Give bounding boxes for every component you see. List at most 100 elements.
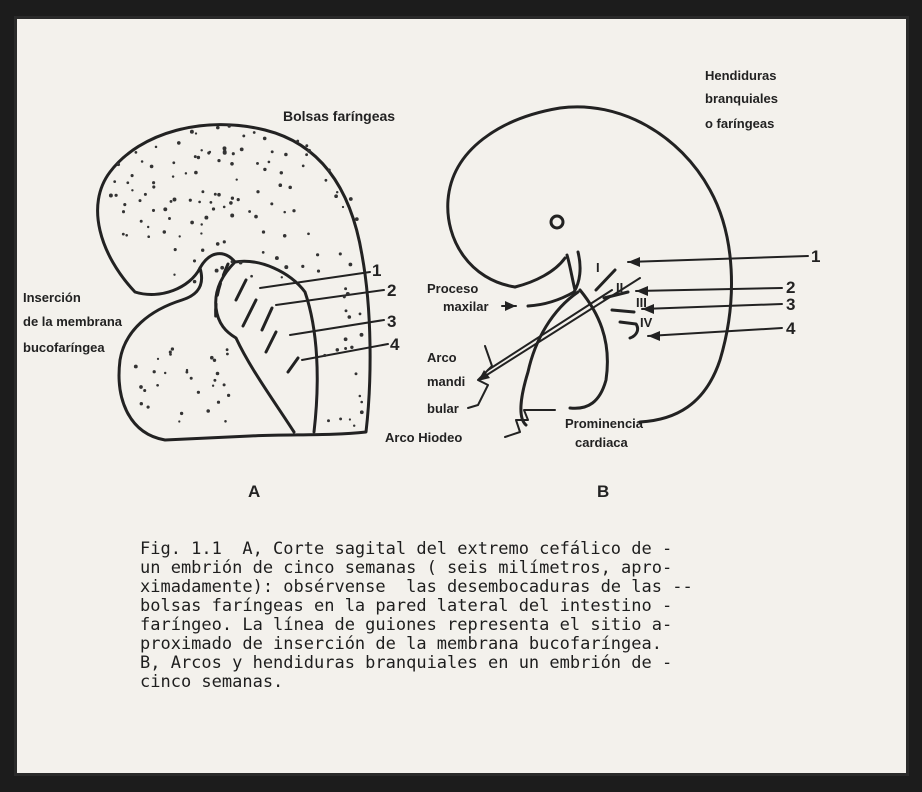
stipple-dot bbox=[334, 194, 338, 198]
stipple-dot bbox=[307, 232, 310, 235]
stipple-dot bbox=[131, 174, 134, 177]
stipple-dot bbox=[231, 260, 234, 263]
stipple-dot bbox=[270, 202, 273, 205]
stipple-dot bbox=[147, 406, 150, 409]
stipple-dot bbox=[174, 248, 177, 251]
stipple-dot bbox=[316, 253, 319, 256]
stipple-dot bbox=[216, 242, 220, 246]
stipple-dot bbox=[168, 217, 171, 220]
stipple-dot bbox=[307, 149, 311, 153]
stipple-dot bbox=[134, 365, 138, 369]
eye-icon bbox=[551, 216, 563, 228]
stipple-dot bbox=[230, 162, 234, 166]
panel-b-arco-1: Arco bbox=[427, 350, 457, 365]
stipple-dot bbox=[193, 280, 197, 284]
stipple-dot bbox=[228, 124, 231, 127]
stipple-dot bbox=[355, 217, 359, 221]
stipple-dot bbox=[147, 226, 149, 228]
stipple-dot bbox=[114, 194, 117, 197]
panel-b-hyoid-connector bbox=[505, 410, 555, 437]
stipple-dot bbox=[296, 140, 299, 143]
panel-b-arco-hiodeo: Arco Hiodeo bbox=[385, 430, 462, 445]
panel-b-face-outline bbox=[515, 252, 580, 292]
stipple-dot bbox=[190, 221, 194, 225]
panel-b-mandibular-outline bbox=[521, 292, 578, 425]
panel-a-side-label-3: bucofaríngea bbox=[23, 340, 105, 355]
panel-a-number-3: 3 bbox=[387, 312, 396, 331]
stipple-dot bbox=[236, 178, 238, 180]
stipple-dot bbox=[216, 126, 220, 130]
stipple-dot bbox=[163, 230, 166, 233]
panel-a-side-label-1: Inserción bbox=[23, 290, 81, 305]
stipple-dot bbox=[141, 160, 144, 163]
stipple-dot bbox=[327, 419, 330, 422]
caption-line: ximadamente): obsérvense las desembocadu… bbox=[140, 577, 693, 597]
stipple-dot bbox=[170, 200, 173, 203]
stipple-dot bbox=[230, 214, 234, 218]
stipple-dot bbox=[268, 161, 271, 164]
stipple-dot bbox=[288, 186, 292, 190]
stipple-dot bbox=[177, 141, 181, 145]
stipple-dot bbox=[292, 209, 295, 212]
panel-b-title-1: Hendiduras bbox=[705, 68, 777, 83]
stipple-dot bbox=[140, 402, 143, 405]
stipple-dot bbox=[223, 240, 226, 243]
stipple-dot bbox=[360, 401, 363, 404]
stipple-dot bbox=[339, 252, 342, 255]
stipple-dot bbox=[317, 270, 320, 273]
panel-b-roman-2: II bbox=[616, 280, 623, 295]
stipple-dot bbox=[169, 351, 172, 354]
stipple-dot bbox=[194, 171, 198, 175]
panel-b-prominencia-2: cardiaca bbox=[575, 435, 629, 450]
stipple-dot bbox=[223, 150, 227, 154]
stipple-dot bbox=[163, 207, 167, 211]
panel-b-title-3: o faríngeas bbox=[705, 116, 774, 131]
stipple-dot bbox=[194, 155, 197, 158]
stipple-dot bbox=[131, 189, 133, 191]
panel-a-number-4: 4 bbox=[390, 335, 400, 354]
stipple-dot bbox=[349, 197, 353, 201]
stipple-dot bbox=[240, 148, 244, 152]
stipple-dot bbox=[250, 275, 253, 278]
stipple-dot bbox=[275, 256, 279, 260]
stipple-dot bbox=[360, 333, 364, 337]
stipple-dot bbox=[198, 201, 201, 204]
stipple-dot bbox=[343, 295, 346, 298]
stipple-dot bbox=[215, 269, 219, 273]
panel-b-roman-1: I bbox=[596, 260, 600, 275]
stipple-dot bbox=[248, 210, 251, 213]
stipple-dot bbox=[189, 199, 192, 202]
panel-b-proceso-1: Proceso bbox=[427, 281, 478, 296]
panel-b-letter: B bbox=[597, 482, 609, 501]
stipple-dot bbox=[226, 353, 229, 356]
stipple-dot bbox=[344, 287, 347, 290]
stipple-dot bbox=[210, 356, 214, 360]
stipple-dot bbox=[345, 309, 348, 312]
caption-line: B, Arcos y hendiduras branquiales en un … bbox=[140, 653, 672, 673]
stipple-dot bbox=[231, 197, 234, 200]
stipple-dot bbox=[152, 181, 155, 184]
stipple-dot bbox=[139, 199, 142, 202]
stipple-dot bbox=[360, 410, 364, 414]
stipple-dot bbox=[232, 152, 235, 155]
stipple-dot bbox=[349, 418, 351, 420]
stipple-dot bbox=[284, 153, 288, 157]
stipple-dot bbox=[171, 347, 174, 350]
stipple-dot bbox=[223, 383, 226, 386]
stipple-dot bbox=[164, 372, 166, 374]
stipple-dot bbox=[157, 358, 159, 360]
stipple-dot bbox=[179, 235, 181, 237]
stipple-dot bbox=[353, 424, 355, 426]
stipple-dot bbox=[227, 394, 230, 397]
stipple-dot bbox=[193, 259, 196, 262]
stipple-dot bbox=[200, 223, 202, 225]
stipple-dot bbox=[336, 348, 339, 351]
stipple-dot bbox=[125, 234, 128, 237]
stipple-dot bbox=[347, 315, 351, 319]
stipple-dot bbox=[220, 266, 224, 270]
stipple-dot bbox=[156, 384, 159, 387]
caption-line: bolsas faríngeas en la pared lateral del… bbox=[140, 596, 672, 616]
stipple-dot bbox=[283, 234, 287, 238]
stipple-dot bbox=[212, 207, 215, 210]
stipple-dot bbox=[223, 206, 226, 209]
